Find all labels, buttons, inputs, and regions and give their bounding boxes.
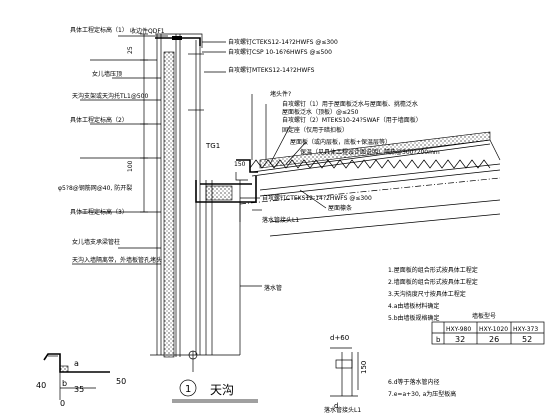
label-roof-item2: 自攻螺钉（2）MTEKS10-24?5WAF（用于墙面板） [282,116,422,124]
bracket-detail: d+60 d 150 落水管接头L1 [324,334,368,414]
table-title: 墙板型号 [472,312,496,320]
label-screw-mid: 自攻螺钉MTEKS12-14?2HWFS [228,66,315,74]
label-top-cap: 收边件QDF1 [130,27,165,35]
bracket-label: 落水管接头L1 [324,406,361,414]
bracket-dim-d60: d+60 [330,334,349,342]
note-2: 2.墙面板的组合形式按具体工程定 [388,278,478,286]
label-dim-25: 25 [127,46,134,54]
detail-label-35: 35 [74,385,84,394]
title-text: 天沟 [210,383,234,397]
title-number: 1 [185,384,191,395]
note-3: 3.天沟挠度尺寸按具体工程定 [388,290,466,298]
detail-label-50: 50 [116,377,126,386]
table-row-label: b [436,336,441,344]
table-value-3: 52 [522,335,532,344]
bracket-dim-150: 150 [360,361,368,374]
detail-label-40: 40 [36,381,46,390]
label-downpipe: 落水管 [264,284,282,292]
detail-label-0: 0 [60,399,65,408]
bracket-dim-d: d [334,402,338,410]
gutter-channel [195,172,257,222]
table-head-1: HXY-980 [446,326,471,333]
table-value-1: 32 [455,335,465,344]
label-roof-item4: 屋面板（或内层板，底板+保温层等） [290,138,391,146]
label-purlin: 屋面檩条 [328,204,352,212]
dimensions [140,33,148,213]
roof-panel [236,131,501,237]
table-value-2: 26 [489,335,499,344]
wall-panel-table: 墙板型号 HXY-980 HXY-1020 HXY-373 b 32 26 52 [431,312,545,345]
table-head-2: HXY-1020 [479,326,508,333]
drawing-title: 1 天沟 [172,379,258,403]
label-elev2: 具体工程定标高（2） [70,116,128,124]
note-1: 1.屋面板的组合形式按具体工程定 [388,266,478,274]
label-screw-top2: 自攻螺钉CSP 10-16?6HWFS @≤500 [228,48,332,56]
leader-lines [72,35,327,287]
label-gutter-drain: 落水管接头L1 [262,216,299,224]
label-tg1: TG1 [205,142,220,150]
label-edge-flash: 堵头件? [270,90,291,98]
label-screw-top1: 自攻螺钉CTEKS12-14?2HWFS @≤300 [228,38,338,46]
label-rebar: φ5?8@钢筋网@40, 防开裂 [58,184,132,192]
notes-block: 1.屋面板的组合形式按具体工程定 2.墙面板的组合形式按具体工程定 3.天沟挠度… [388,266,478,398]
label-gutter-strip: 天沟支架或天沟托TL1@500 [72,92,148,100]
annotations: 收边件QDF1 自攻螺钉CTEKS12-14?2HWFS @≤300 自攻螺钉C… [58,26,440,292]
label-wall-panel-note: 具体工程定标高（1） [70,26,128,34]
label-elev3: 具体工程定标高（3） [70,208,128,216]
label-roof-item1: 自攻螺钉（1）用于屋面板泛水与屋面板、挑檐泛水 [282,100,418,108]
label-screw-bottom: 自攻螺钉CTEKS12-14?2HWFS @≤300 [262,194,372,202]
label-parapet-detail: 女儿墙支承梁管柱 [72,238,120,246]
note-4: 4.a由墙板材料确定 [388,302,439,310]
label-roof-item1b: 屋面板泛水（顶板）@≤250 [282,108,359,116]
label-dim-150: 150 [234,161,246,168]
label-roof-item3: 固定座（仅用于暗扣板） [282,126,348,134]
label-roof-item5: 保温（见具体工程设计图说明）隔热@300?200mm [300,148,440,156]
label-parapet-wall: 女儿墙压顶 [92,70,122,78]
detail-label-b: b [62,379,67,388]
detail-label-a: a [74,359,79,368]
label-bottom-note: 天沟入墙隔离带，外墙板管孔堵头 [72,256,162,264]
note-6: 6.d等于落水管内径 [388,378,440,386]
profile-detail: a b 40 35 50 0 [36,353,126,408]
wall-section [150,33,241,372]
note-7: 7.e=a+30, a为压型板高 [388,390,456,398]
label-dim-100: 100 [127,160,134,172]
table-head-3: HXY-373 [513,326,538,333]
note-5: 5.b由墙板规格确定 [388,314,440,322]
